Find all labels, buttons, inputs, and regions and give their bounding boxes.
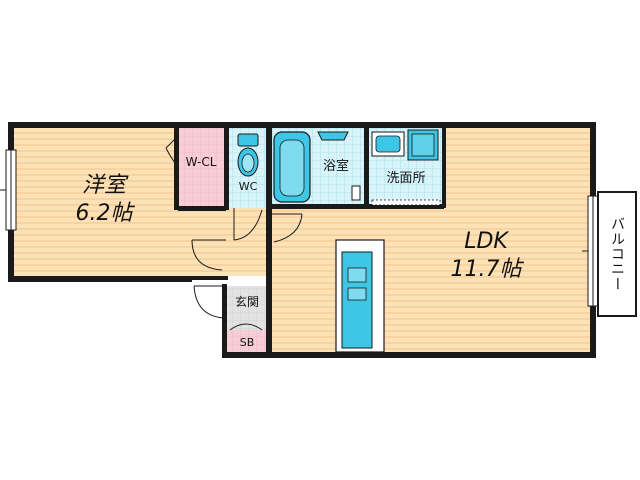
shoe-box-floor — [226, 330, 268, 352]
ldk-name: LDK — [464, 229, 509, 254]
wash-basin-fixture — [371, 131, 405, 157]
kitchen-counter — [335, 239, 385, 353]
entrance-floor — [226, 286, 268, 330]
balcony — [597, 191, 637, 317]
toilet-fixture — [237, 133, 259, 177]
western-room-floor — [12, 128, 178, 276]
bathroom-label: 浴室 — [323, 158, 349, 174]
washing-machine-fixture — [407, 129, 439, 161]
doors — [165, 137, 303, 331]
ldk-floor — [272, 208, 592, 352]
washroom-shelf — [371, 199, 441, 206]
toilet-label: WC — [239, 180, 258, 193]
walk-in-closet-floor — [178, 128, 224, 208]
hallway-floor — [178, 208, 272, 276]
ldk-floor-upper — [444, 128, 592, 208]
shoe-box-label: SB — [240, 336, 255, 349]
washroom-label: 洗面所 — [386, 171, 425, 186]
walk-in-closet-label: W-CL — [186, 155, 217, 169]
entrance-label: 玄関 — [235, 294, 259, 309]
western-room-name: 洋室 — [82, 173, 129, 198]
bath-shower-fixture — [317, 131, 361, 201]
ldk-size: 11.7帖 — [451, 257, 525, 282]
western-room-size: 6.2帖 — [76, 201, 136, 226]
bathtub-fixture — [273, 131, 311, 203]
window-west — [0, 149, 17, 231]
balcony-label: バルコニー — [609, 217, 625, 292]
